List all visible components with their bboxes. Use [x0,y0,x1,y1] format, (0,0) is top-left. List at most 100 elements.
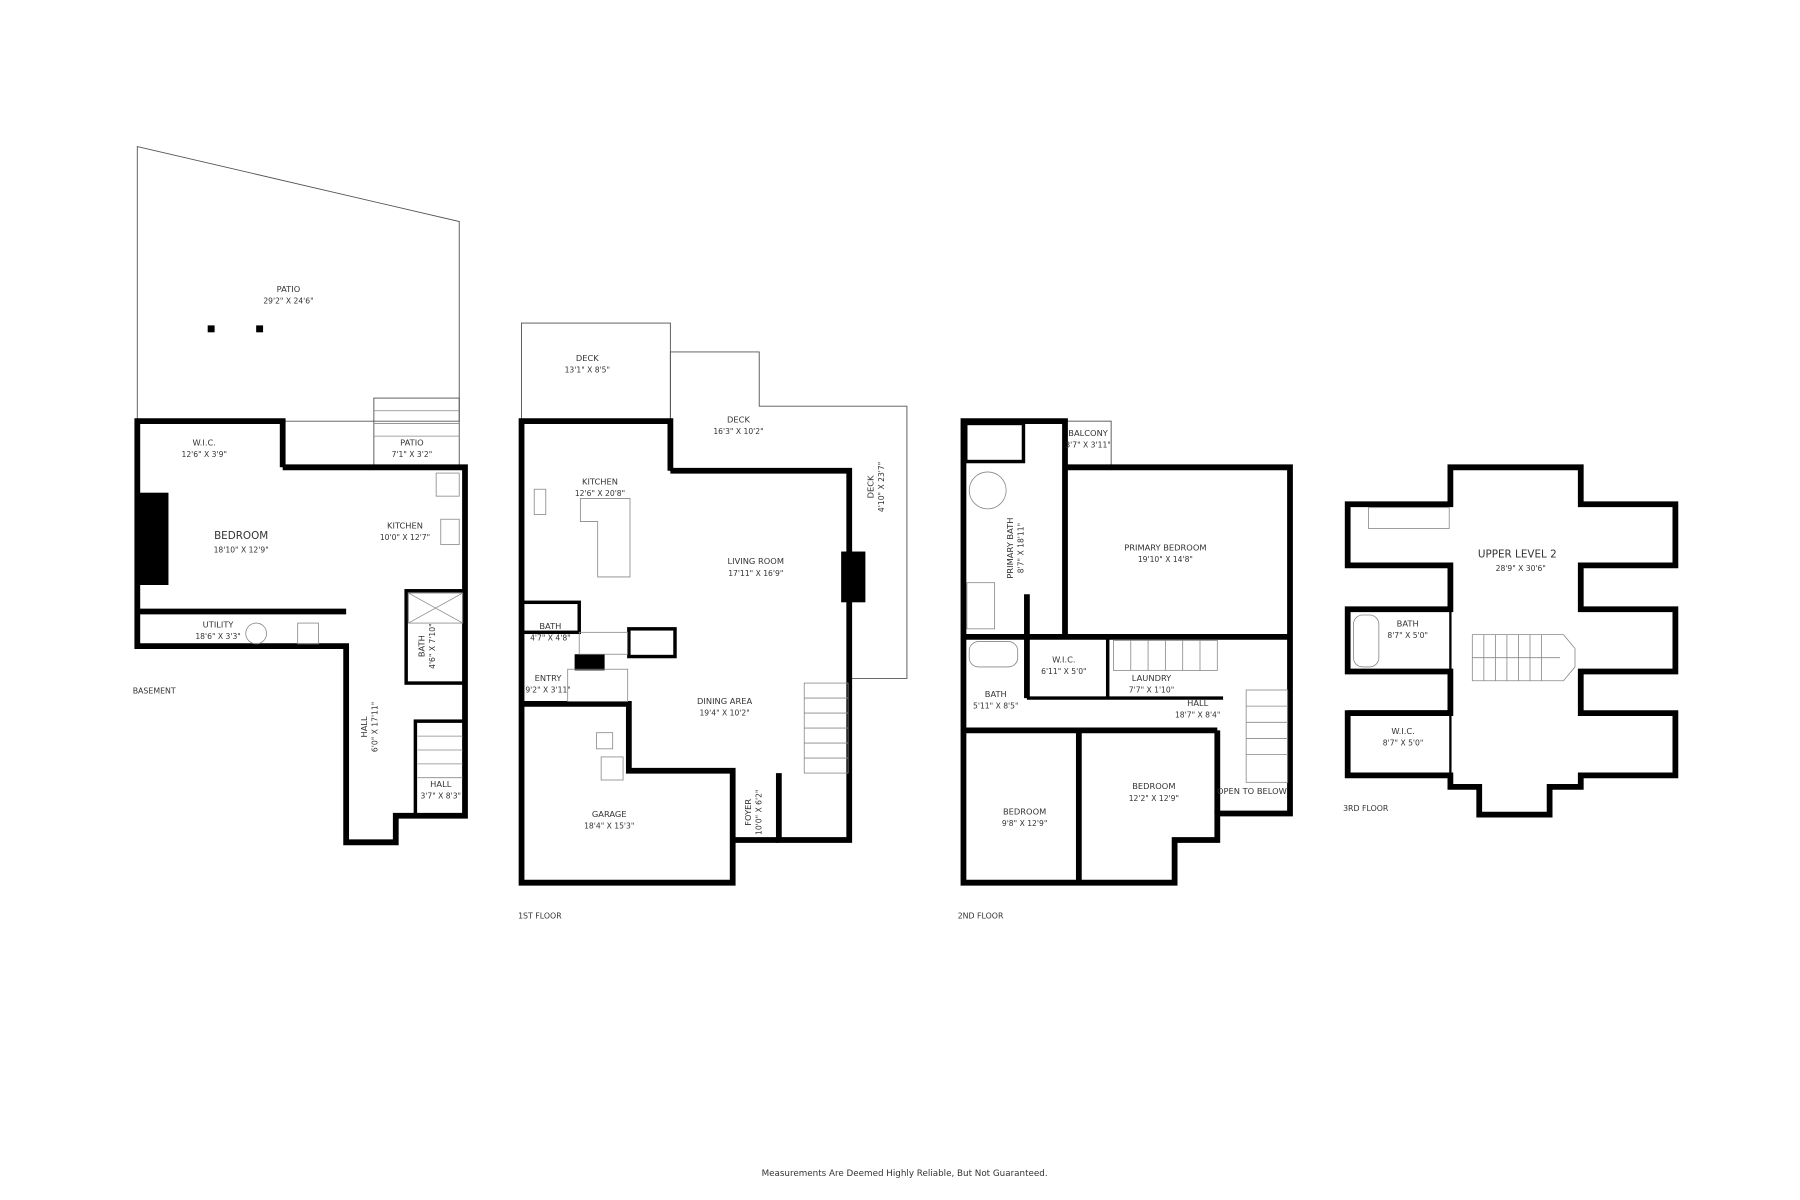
room-dims: 4'6" X 7'10" [428,623,437,668]
closet-walls [964,421,1026,464]
room-name: LIVING ROOM [728,556,784,566]
room-dims: 17'11" X 16'9" [728,569,783,578]
room-dims: 18'10" X 12'9" [214,546,269,555]
room-dims: 9'8" X 12'9" [1002,819,1047,828]
room-dims: 18'6" X 3'3" [195,632,240,641]
room-name: BEDROOM [1132,781,1175,791]
second-floor-plan: BALCONY 3'7" X 3'11" PRIMARY BATH 8'7" X… [958,418,1293,920]
built-in [1368,507,1450,529]
bath-walls [519,600,581,635]
garage-item [600,756,624,781]
room-name: W.I.C. [193,437,216,447]
fireplace [841,551,866,603]
room-name: W.I.C. [1052,654,1075,664]
stairs [578,631,629,655]
room-name: DECK [576,353,599,363]
room-dims: 3'7" X 3'11" [1065,441,1110,450]
room-name: BATH [417,635,427,657]
room-name: HALL [430,779,452,789]
shower [408,592,464,624]
room-dims: 10'0" X 12'7" [380,533,430,542]
stairs [1471,634,1576,682]
room-dims: 5'11" X 8'5" [973,701,1018,710]
room-dims: 6'0" X 17'11" [370,702,379,752]
room-dims: 13'1" X 8'5" [565,366,610,375]
room-name: FOYER [743,799,753,826]
closet-block [137,492,169,585]
stove-icon [440,518,460,546]
room-dims: 18'4" X 15'3" [584,821,634,830]
stair-walls [413,719,467,818]
deck-outline [669,351,908,679]
room-dims: 8'7" X 18'11" [1016,523,1025,573]
room-name: BEDROOM [1003,807,1046,817]
room-dims: 19'4" X 10'2" [699,708,749,717]
bath-walls [404,589,467,685]
disclaimer: Measurements Are Deemed Highly Reliable,… [762,1169,1048,1179]
floor-label: 1ST FLOOR [518,911,562,920]
room-name: BATH [985,689,1007,699]
room-dims: 12'2" X 12'9" [1129,794,1179,803]
room-dims: 7'7" X 1'10" [1129,685,1174,694]
room-name: PATIO [277,284,301,294]
appliance [297,622,319,645]
room-name: DECK [727,414,750,424]
room-name: BATH [539,621,561,631]
room-name: GARAGE [592,809,627,819]
room-name: OPEN TO BELOW [1217,786,1287,796]
room-name: W.I.C. [1391,726,1414,736]
post [207,325,215,333]
room-name: PRIMARY BATH [1005,518,1015,579]
room-dims: 29'2" X 24'6" [263,296,313,305]
room-name: PRIMARY BEDROOM [1124,542,1206,552]
first-floor-plan: DECK 13'1" X 8'5" DECK 16'3" X 10'2" DEC… [518,322,908,920]
bathtub [968,471,1007,510]
room-dims: 3'7" X 8'3" [420,791,461,800]
room-dims: 12'6" X 3'9" [182,450,227,459]
room-name: KITCHEN [387,520,423,530]
garage-item [596,732,614,750]
bathtub [1353,614,1380,668]
fridge [435,472,460,497]
room-dims: 8'7" X 5'0" [1383,738,1424,747]
room-name: PATIO [400,437,424,447]
room-dims: 6'11" X 5'0" [1041,667,1086,676]
basement-walls [134,418,468,846]
floor-label: 2ND FLOOR [958,911,1004,920]
water-heater-icon [245,622,267,645]
post [256,325,264,333]
room-name: BALCONY [1068,428,1109,438]
room-name: LAUNDRY [1132,673,1172,683]
bathtub [968,641,1019,668]
stairs [567,668,629,702]
room-name: HALL [1187,698,1209,708]
room-dims: 8'7" X 5'0" [1387,631,1428,640]
room-dims: 4'10" X 23'7" [877,462,886,512]
stove-icon [533,488,547,516]
room-name: DECK [865,475,875,498]
room-name: UPPER LEVEL 2 [1478,548,1557,560]
kitchen-island [579,498,631,578]
room-name: BATH [1397,619,1419,629]
room-name: KITCHEN [582,477,618,487]
room-dims: 16'3" X 10'2" [713,427,763,436]
room-dims: 18'7" X 8'4" [1175,711,1220,720]
room-name: DINING AREA [697,696,752,706]
room-dims: 12'6" X 20'8" [575,489,625,498]
room-dims: 19'10" X 14'8" [1138,555,1193,564]
second-floor-walls [960,418,1293,886]
steps-lines [373,410,460,437]
room-dims: 7'1" X 3'2" [392,450,433,459]
third-floor-plan: UPPER LEVEL 2 28'9" X 30'6" BATH 8'7" X … [1343,464,1679,818]
third-floor-walls [1344,464,1679,818]
first-floor-walls [518,418,736,886]
stairs [1245,689,1289,783]
room-dims: 28'9" X 30'6" [1496,564,1546,573]
room-dims: 4'7" X 4'8" [530,633,571,642]
room-dims: 9'2" X 3'11" [525,685,570,694]
room-name: UTILITY [203,620,235,630]
stairs [417,735,463,779]
room-dims: 10'0" X 6'2" [755,790,764,835]
room-name: ENTRY [535,673,563,683]
